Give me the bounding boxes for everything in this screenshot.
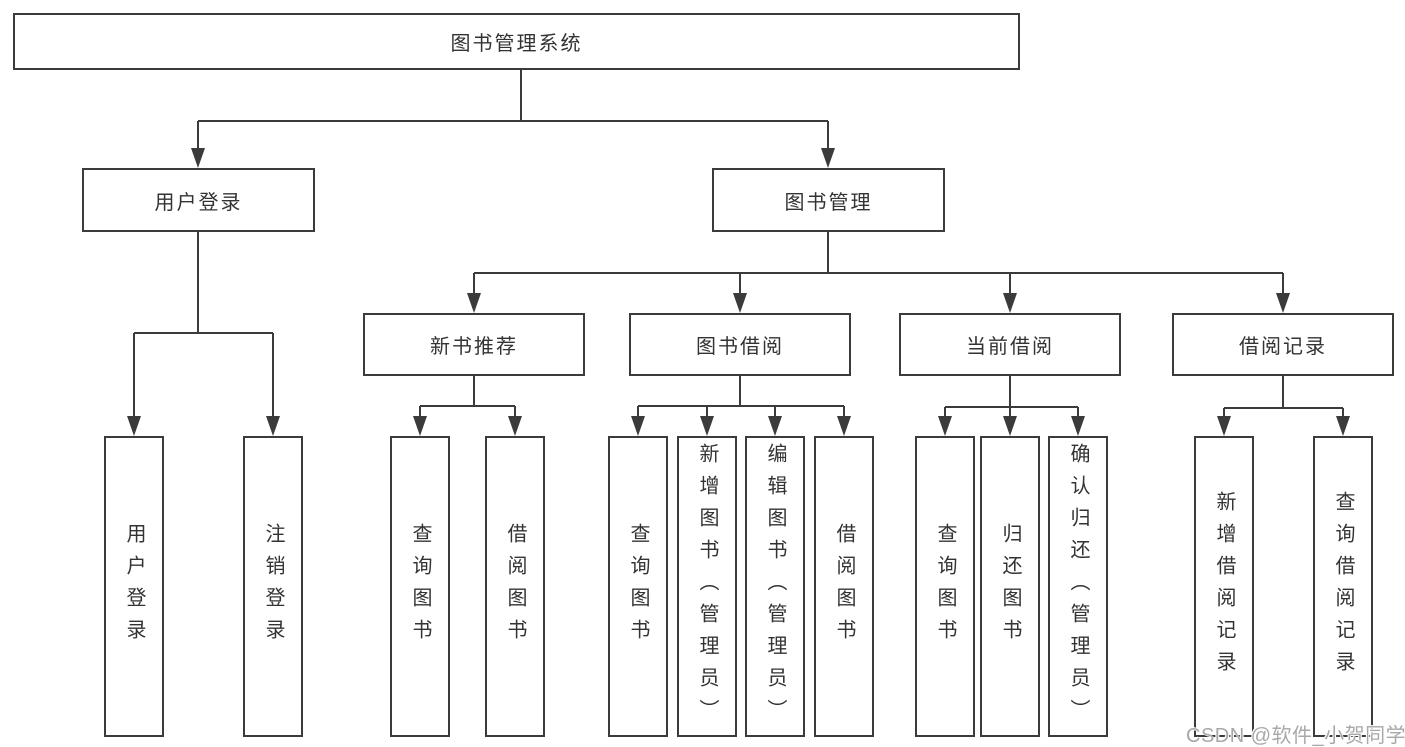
leaf-user-login: 用户登录	[104, 436, 164, 737]
leaf-label: 新增借阅记录	[1213, 490, 1235, 683]
leaf-label: 查询图书	[627, 522, 649, 651]
leaf-current-return-books: 归还图书	[980, 436, 1040, 737]
leaf-borrowing-edit-books-admin: 编辑图书（管理员）	[745, 436, 805, 737]
leaf-label: 查询借阅记录	[1332, 490, 1354, 683]
leaf-label: 归还图书	[999, 522, 1021, 651]
leaf-records-query-record: 查询借阅记录	[1313, 436, 1373, 737]
leaf-label: 借阅图书	[504, 522, 526, 651]
leaf-recommend-borrow-books: 借阅图书	[485, 436, 545, 737]
leaf-label: 查询图书	[409, 522, 431, 651]
arrowheads	[127, 148, 1350, 436]
leaf-label: 用户登录	[123, 522, 145, 651]
leaf-logout-login: 注销登录	[243, 436, 303, 737]
leaf-label: 新增图书（管理员）	[696, 442, 718, 731]
leaf-borrowing-query-books: 查询图书	[608, 436, 668, 737]
box-book-borrowing: 图书借阅	[629, 313, 851, 376]
box-user-login: 用户登录	[82, 168, 315, 232]
box-current-borrowing: 当前借阅	[899, 313, 1121, 376]
leaf-borrowing-add-books-admin: 新增图书（管理员）	[677, 436, 737, 737]
box-new-book-recommend: 新书推荐	[363, 313, 585, 376]
leaf-current-confirm-return-admin: 确认归还（管理员）	[1048, 436, 1108, 737]
leaf-label: 注销登录	[262, 522, 284, 651]
leaf-label: 编辑图书（管理员）	[764, 442, 786, 731]
leaf-label: 借阅图书	[833, 522, 855, 651]
leaf-current-query-books: 查询图书	[915, 436, 975, 737]
leaf-recommend-query-books: 查询图书	[390, 436, 450, 737]
leaf-records-add-record: 新增借阅记录	[1194, 436, 1254, 737]
box-book-management: 图书管理	[712, 168, 945, 232]
leaf-label: 确认归还（管理员）	[1067, 442, 1089, 731]
leaf-borrowing-borrow-books: 借阅图书	[814, 436, 874, 737]
watermark: CSDN @软件_小贺同学	[1186, 725, 1405, 747]
box-library-management-system: 图书管理系统	[13, 13, 1020, 70]
box-borrowing-records: 借阅记录	[1172, 313, 1394, 376]
leaf-label: 查询图书	[934, 522, 956, 651]
